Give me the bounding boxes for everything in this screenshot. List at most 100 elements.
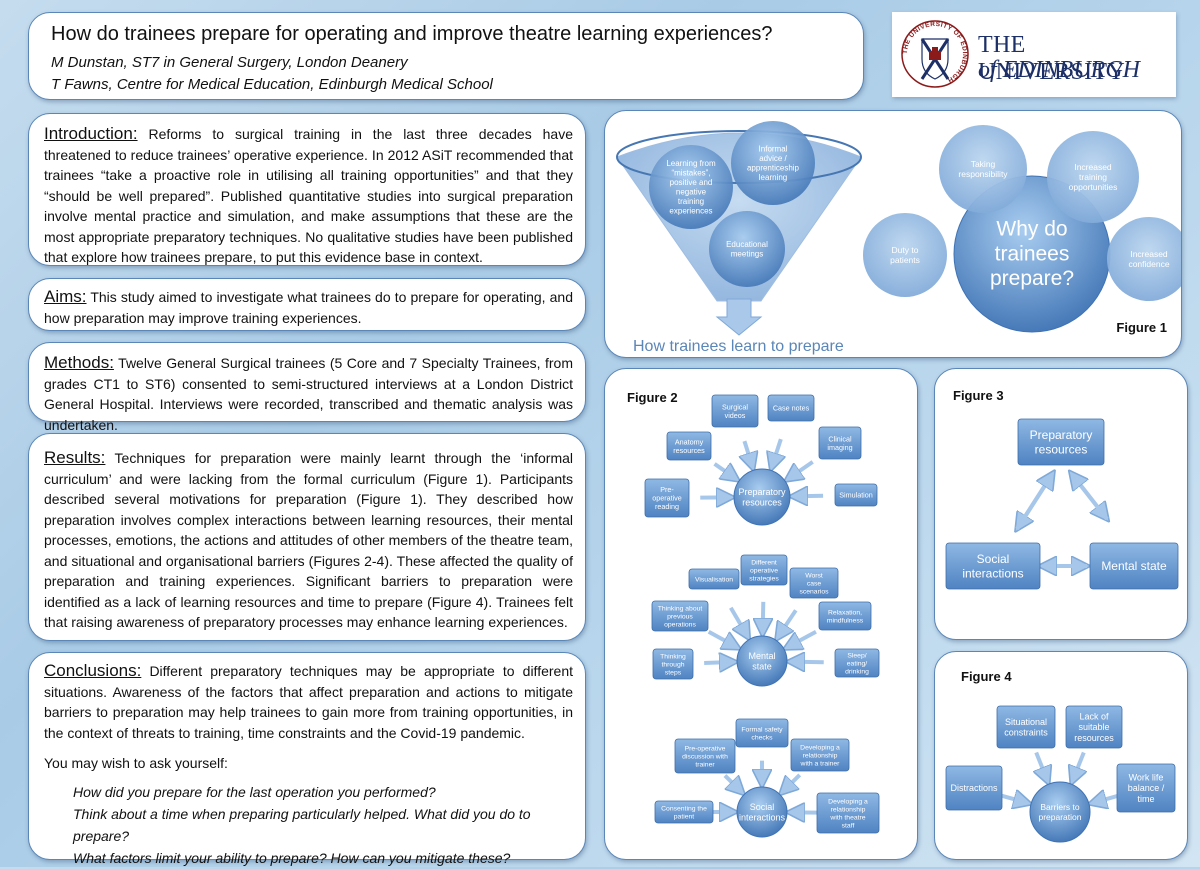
hub-arrow xyxy=(786,632,816,648)
funnel-item-label: negative xyxy=(676,188,707,197)
motivation-label: opportunities xyxy=(1069,182,1118,192)
barrier-arrow xyxy=(1091,795,1120,803)
hub-item-box-label: with a trainer xyxy=(800,760,841,767)
motivation-label: Taking xyxy=(971,159,996,169)
why-prepare-center-label: Why do xyxy=(996,218,1067,241)
hub-arrow xyxy=(792,496,823,497)
figure1-label: Figure 1 xyxy=(1116,320,1167,335)
hub-item-box-label: through xyxy=(661,661,684,668)
barrier-box-label: time xyxy=(1137,794,1154,804)
barrier-arrow xyxy=(1036,753,1048,783)
introduction-heading: Introduction: xyxy=(44,124,138,143)
hub-center-label: Preparatory xyxy=(738,487,786,497)
figure3-node-label: resources xyxy=(1035,442,1088,456)
funnel-item-label: apprenticeship xyxy=(747,164,800,173)
barrier-box-label: suitable xyxy=(1078,722,1109,732)
hub-item-box-label: Different xyxy=(751,559,777,566)
hub-arrow xyxy=(771,439,781,468)
funnel-item-label: experiences xyxy=(669,206,712,215)
barrier-box-label: Lack of xyxy=(1079,712,1109,722)
hub-item-box-label: discussion with xyxy=(682,753,728,760)
hub-item-box-label: eating/ xyxy=(847,660,868,667)
hub-item-box-label: steps xyxy=(665,669,682,676)
hub-item-box-label: videos xyxy=(725,411,746,420)
reflection-prompt: You may wish to ask yourself: xyxy=(44,753,573,774)
university-seal-icon: THE UNIVERSITY OF EDINBURGH xyxy=(900,17,970,91)
figure3-node-label: Preparatory xyxy=(1030,428,1093,442)
reflection-questions: How did you prepare for the last operati… xyxy=(44,781,573,869)
motivation-label: Increased xyxy=(1130,249,1168,259)
hub-item-box-label: drinking xyxy=(845,668,869,675)
hub-item-box-label: relationship xyxy=(803,752,838,759)
figure1-diagram: Learning from“mistakes”,positive andnega… xyxy=(605,111,1182,358)
hub-center-label: interactions xyxy=(739,812,786,822)
logo-line-2: of EDINBURGH xyxy=(978,57,1140,84)
author-line-1: M Dunstan, ST7 in General Surgery, Londo… xyxy=(51,54,408,71)
barrier-arrow xyxy=(1000,795,1029,803)
hub-item-box-label: Developing a xyxy=(800,744,840,751)
motivation-label: training xyxy=(1079,172,1107,182)
barriers-center-label: preparation xyxy=(1038,812,1081,822)
hub-center-label: state xyxy=(752,661,772,671)
barriers-center-label: Barriers to xyxy=(1040,802,1079,812)
hub-item-box-label: Simulation xyxy=(839,491,873,500)
motivation-label: confidence xyxy=(1128,259,1169,269)
methods-heading: Methods: xyxy=(44,353,114,372)
barrier-box-label: constraints xyxy=(1004,727,1048,737)
barrier-box-label: Situational xyxy=(1005,717,1047,727)
figure3-node-label: Mental state xyxy=(1101,559,1167,573)
hub-item-box-label: Visualisation xyxy=(695,576,733,583)
hub-item-box-label: mindfulness xyxy=(827,617,864,624)
hub-arrow xyxy=(789,662,824,663)
barrier-box-label: balance / xyxy=(1128,783,1165,793)
results-panel: Results: Techniques for preparation were… xyxy=(28,433,586,641)
hub-item-box-label: relationship xyxy=(831,806,866,813)
hub-item-box-label: trainer xyxy=(695,761,715,768)
hub-item-box-label: Relaxation, xyxy=(828,609,862,616)
hub-item-box-label: operative xyxy=(750,567,778,574)
methods-text: Twelve General Surgical trainees (5 Core… xyxy=(44,355,573,433)
hub-item-box-label: scenarios xyxy=(799,588,829,595)
why-prepare-center-label: trainees xyxy=(995,242,1070,265)
hub-arrow xyxy=(715,464,738,480)
hub-arrow xyxy=(725,776,743,793)
barrier-arrow xyxy=(1072,753,1084,783)
hub-item-box-label: Thinking xyxy=(660,653,686,660)
author-line-2: T Fawns, Centre for Medical Education, E… xyxy=(51,76,493,93)
hub-center-label: Social xyxy=(750,802,775,812)
university-logo: THE UNIVERSITY OF EDINBURGH THE UNIVERSI… xyxy=(892,12,1176,97)
funnel-caption: How trainees learn to prepare xyxy=(633,338,844,356)
methods-panel: Methods: Twelve General Surgical trainee… xyxy=(28,342,586,422)
title-panel: How do trainees prepare for operating an… xyxy=(28,12,864,100)
why-prepare-center-label: prepare? xyxy=(990,267,1074,290)
reflection-question: Think about a time when preparing partic… xyxy=(73,803,573,847)
funnel-item-label: Educational xyxy=(726,240,768,249)
hub-item-box-label: Consenting the xyxy=(661,805,707,812)
aims-heading: Aims: xyxy=(44,287,87,306)
hub-item-box-label: case xyxy=(807,580,822,587)
hub-item-box-label: operations xyxy=(664,621,696,628)
hub-item-box-label: Sleep/ xyxy=(847,652,866,659)
funnel-item-label: learning xyxy=(759,173,787,182)
hub-arrow xyxy=(787,462,813,480)
barrier-box-label: Work life xyxy=(1129,773,1164,783)
hub-arrow xyxy=(763,602,764,634)
motivation-label: patients xyxy=(890,255,920,265)
introduction-text: Reforms to surgical training in the last… xyxy=(44,126,573,265)
funnel-arrow xyxy=(717,299,761,335)
hub-item-box-label: Worst xyxy=(805,572,823,579)
aims-panel: Aims: This study aimed to investigate wh… xyxy=(28,278,586,331)
results-heading: Results: xyxy=(44,448,105,467)
funnel-item-label: training xyxy=(678,197,704,206)
hub-item-box-label: with theatre xyxy=(829,814,865,821)
hub-item-box-label: Pre-operative xyxy=(685,745,726,752)
hub-item-box-label: strategies xyxy=(749,575,779,582)
relationship-arrow xyxy=(1071,473,1107,519)
funnel-item-label: Learning from xyxy=(666,159,716,168)
